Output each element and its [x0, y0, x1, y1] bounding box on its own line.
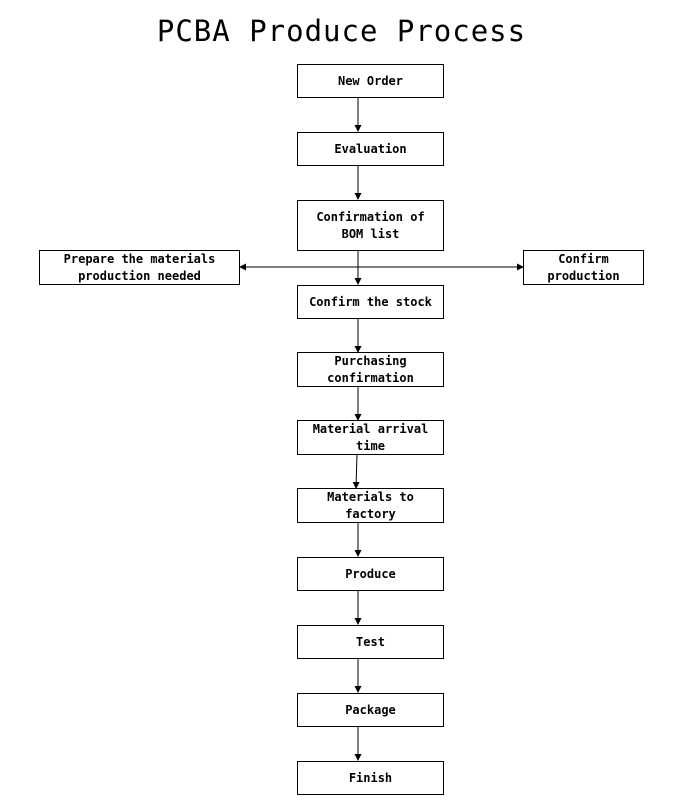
- step-new-order: New Order: [297, 64, 444, 98]
- step-prepare-materials: Prepare the materials production needed: [39, 250, 240, 285]
- step-finish: Finish: [297, 761, 444, 795]
- step-confirm-bom: Confirmation of BOM list: [297, 200, 444, 251]
- step-confirm-production: Confirm production: [523, 250, 644, 285]
- step-test: Test: [297, 625, 444, 659]
- step-produce: Produce: [297, 557, 444, 591]
- step-package: Package: [297, 693, 444, 727]
- step-confirm-stock: Confirm the stock: [297, 285, 444, 319]
- arrow-arrival-factory: [352, 453, 360, 489]
- step-material-arrival: Material arrival time: [297, 420, 444, 455]
- step-materials-to-factory: Materials to factory: [297, 488, 444, 523]
- diagram-title: PCBA Produce Process: [156, 14, 527, 48]
- step-evaluation: Evaluation: [297, 132, 444, 166]
- step-purchasing: Purchasing confirmation: [297, 352, 444, 387]
